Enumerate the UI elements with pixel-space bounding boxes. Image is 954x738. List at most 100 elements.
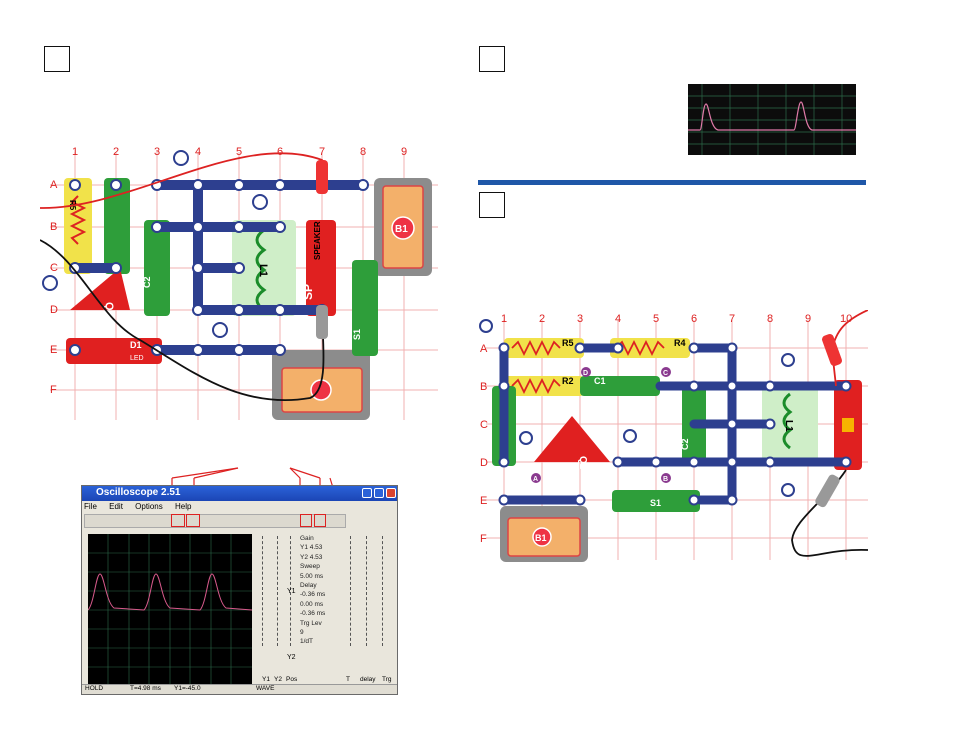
- oscilloscope-titlebar: Oscilloscope 2.51: [82, 486, 397, 501]
- left-d1-label: D1: [130, 340, 142, 350]
- right-col-5: 5: [653, 313, 659, 325]
- slider-label-y1: Y1: [262, 676, 270, 683]
- oscilloscope-screen: [87, 534, 253, 686]
- left-row-f: F: [50, 384, 57, 396]
- right-circuit-board: 1 2 3 4 5 6 7 8 9 10 A B C D E F B1 R5 R…: [479, 310, 868, 562]
- left-s1-label: S1: [352, 329, 362, 340]
- panel-inv-dt: 1/dT: [300, 638, 314, 646]
- slider-y2-label: Y2: [287, 654, 296, 661]
- left-row-b: B: [50, 221, 57, 233]
- right-col-9: 9: [805, 313, 811, 325]
- right-l1-inductor: [762, 386, 818, 466]
- step-checkbox-right-top[interactable]: [479, 46, 505, 72]
- toolbar-highlight-4[interactable]: [314, 514, 326, 527]
- toolbar-highlight-1[interactable]: [171, 514, 185, 527]
- status-time: T=4.98 ms: [130, 685, 161, 692]
- right-col-2: 2: [539, 313, 545, 325]
- left-battery-b1-label: B1: [395, 224, 408, 235]
- left-d1-led: [66, 338, 162, 364]
- slider-y1[interactable]: [262, 536, 271, 646]
- minimize-button[interactable]: [362, 488, 372, 498]
- oscilloscope-info-panel: Gain Y1 4.53 Y2 4.53 Sweep 5.00 ms Delay…: [300, 534, 350, 684]
- scope-thumbnail: [688, 84, 856, 155]
- left-q2-transistor: [70, 268, 130, 310]
- right-s1-label: S1: [650, 498, 661, 508]
- left-slide-switch: [352, 260, 378, 356]
- left-c2-label: C2: [142, 276, 152, 288]
- maximize-button[interactable]: [374, 488, 384, 498]
- panel-delay: Delay: [300, 582, 317, 590]
- menu-edit[interactable]: Edit: [109, 502, 123, 511]
- left-col-4: 4: [195, 146, 201, 158]
- left-q2-label: Q2: [103, 302, 115, 317]
- oscilloscope-menubar: File Edit Options Help: [84, 502, 201, 512]
- panel-sweep: Sweep: [300, 563, 320, 571]
- right-r2-label: R2: [562, 376, 574, 386]
- right-row-c: C: [480, 419, 488, 431]
- right-col-1: 1: [501, 313, 507, 325]
- menu-options[interactable]: Options: [135, 502, 163, 511]
- panel-sweep-value: 5.00 ms: [300, 572, 324, 580]
- right-r4-label: R4: [674, 338, 686, 348]
- scope-thumbnail-svg: [688, 84, 856, 155]
- right-point-b: B: [663, 476, 668, 483]
- right-c2-label: C2: [680, 438, 690, 450]
- right-c1-label: C1: [594, 376, 606, 386]
- slider-delay[interactable]: [366, 536, 375, 646]
- slider-trg[interactable]: [382, 536, 391, 646]
- left-row-a: A: [50, 179, 58, 191]
- oscilloscope-toolbar: [84, 514, 346, 528]
- right-black-probe[interactable]: [814, 473, 841, 508]
- right-row-f: F: [480, 533, 487, 545]
- close-button[interactable]: [386, 488, 396, 498]
- menu-file[interactable]: File: [84, 502, 97, 511]
- right-point-c: C: [663, 370, 668, 377]
- left-black-probe[interactable]: [316, 305, 328, 339]
- panel-delay-1: -0.36 ms: [300, 591, 326, 599]
- right-row-b: B: [480, 381, 487, 393]
- oscilloscope-title: Oscilloscope 2.51: [96, 487, 181, 498]
- right-col-3: 3: [577, 313, 583, 325]
- oscilloscope-window: Oscilloscope 2.51 File Edit Options Help: [81, 485, 398, 695]
- left-red-probe[interactable]: [316, 160, 328, 194]
- right-row-a: A: [480, 343, 488, 355]
- slider-label-delay: delay: [360, 676, 376, 683]
- panel-y1-gain: Y1 4.53: [300, 544, 323, 552]
- left-col-9: 9: [401, 146, 407, 158]
- panel-delay-2: 0.00 ms: [300, 600, 324, 608]
- step-checkbox-right-mid[interactable]: [479, 192, 505, 218]
- right-col-6: 6: [691, 313, 697, 325]
- right-red-probe[interactable]: [821, 333, 843, 367]
- left-col-3: 3: [154, 146, 160, 158]
- left-circuit-board: 1 2 3 4 5 6 7 8 9 A B C D E F B1 R5 C2 L…: [40, 146, 438, 420]
- left-row-d: D: [50, 304, 58, 316]
- right-col-7: 7: [729, 313, 735, 325]
- right-l1-label: L1: [783, 420, 794, 432]
- slider-label-pos: Pos: [286, 676, 298, 683]
- right-q2-transistor: [534, 416, 610, 462]
- left-l1-label: L1: [257, 264, 269, 277]
- slider-pos[interactable]: [290, 536, 299, 646]
- left-row-c: C: [50, 262, 58, 274]
- panel-gain: Gain: [300, 535, 314, 542]
- left-col-6: 6: [277, 146, 283, 158]
- slider-y2[interactable]: [277, 536, 286, 646]
- slider-label-t: T: [346, 676, 350, 683]
- step-checkbox-left[interactable]: [44, 46, 70, 72]
- toolbar-highlight-3[interactable]: [300, 514, 312, 527]
- panel-y2-gain: Y2 4.53: [300, 553, 323, 561]
- left-col-5: 5: [236, 146, 242, 158]
- slider-t[interactable]: [350, 536, 359, 646]
- left-l1-inductor: [232, 220, 296, 316]
- panel-delay-3: -0.36 ms: [300, 610, 326, 618]
- toolbar-highlight-2[interactable]: [186, 514, 200, 527]
- menu-help[interactable]: Help: [174, 502, 192, 511]
- right-point-d: D: [583, 370, 588, 377]
- left-col-7: 7: [319, 146, 325, 158]
- panel-trg-lev: Trg Lev: [300, 619, 322, 627]
- right-col-8: 8: [767, 313, 773, 325]
- right-col-4: 4: [615, 313, 621, 325]
- left-r5-resistor: [64, 178, 92, 274]
- right-slide-switch: [612, 490, 700, 512]
- left-col-8: 8: [360, 146, 366, 158]
